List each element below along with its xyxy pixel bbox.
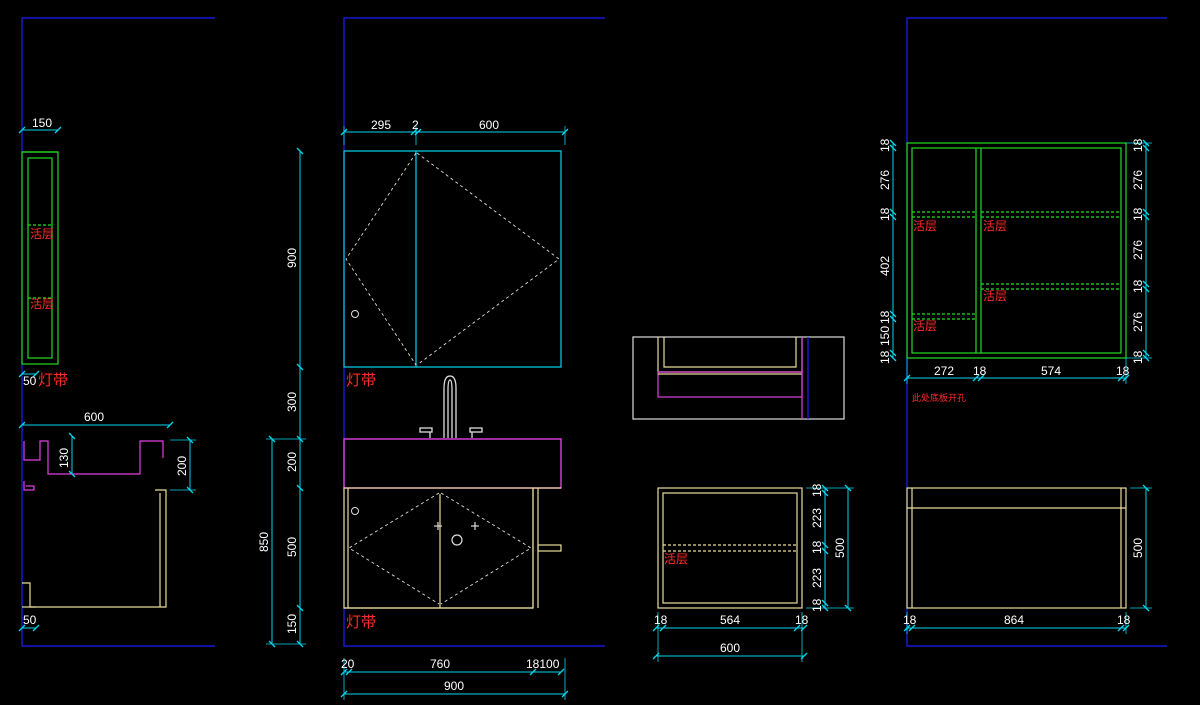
- dim-side-basin-depth: 130: [57, 448, 71, 468]
- dim-front-bottom-right: 18100: [526, 657, 560, 671]
- side-shelf-label-1: 活层: [30, 227, 54, 241]
- right-base-cabinet: [906, 487, 1127, 609]
- dim-side-basin-height: 200: [175, 456, 189, 476]
- dim-wall-right-7: 18: [1131, 350, 1145, 364]
- dim-plan-inner-width: 564: [720, 613, 740, 627]
- drain-marks: [434, 522, 479, 530]
- dim-wall-left-2: 276: [878, 170, 892, 190]
- plan-shelf-label: 活层: [664, 552, 688, 566]
- dim-plan-h-lower: 223: [810, 568, 824, 588]
- dim-right-cab-left: 18: [903, 613, 917, 627]
- wall-cabinet-interior: [906, 142, 1127, 359]
- dim-wall-left-5: 18: [878, 310, 892, 324]
- dim-plan-total-width: 600: [720, 641, 740, 655]
- dim-wall-right-3: 18: [1131, 207, 1145, 221]
- dim-front-total-height: 850: [257, 532, 271, 552]
- dim-front-bottom-left: 20: [341, 657, 355, 671]
- dim-plan-side-b: 18: [795, 613, 809, 627]
- dim-side-top-offset: 50: [23, 374, 37, 388]
- front-light-strip-label-top: 灯带: [346, 371, 376, 389]
- dim-right-cab-height: 500: [1131, 538, 1145, 558]
- dim-wall-right-4: 276: [1131, 240, 1145, 260]
- side-view-base-cabinet: [22, 440, 167, 608]
- hole-note: 此处底板开孔: [912, 392, 966, 404]
- plan-view-top: [632, 336, 845, 420]
- dim-wall-right-2: 276: [1131, 170, 1145, 190]
- dim-front-counter-height: 200: [285, 452, 299, 472]
- dim-wall-bottom-1: 272: [934, 364, 954, 378]
- dim-wall-right-1: 18: [1131, 138, 1145, 152]
- dim-right-cab-width: 864: [1004, 613, 1024, 627]
- dim-plan-h-total: 500: [833, 538, 847, 558]
- wall-shelf-label-2: 活层: [983, 219, 1007, 233]
- dim-plan-h-bottom: 18: [810, 598, 824, 612]
- dim-wall-left-7: 18: [878, 350, 892, 364]
- dim-right-cab-right: 18: [1117, 613, 1131, 627]
- dim-wall-bottom-3: 574: [1041, 364, 1061, 378]
- front-light-strip-label-bottom: 灯带: [346, 613, 376, 631]
- dim-wall-left-4: 402: [878, 256, 892, 276]
- dim-front-mirror-right: 600: [479, 118, 499, 132]
- dim-wall-right-6: 276: [1131, 312, 1145, 332]
- dim-front-mirror-height: 900: [285, 248, 299, 268]
- dim-plan-h-top: 18: [810, 483, 824, 497]
- dim-front-gap-height: 300: [285, 392, 299, 412]
- dim-front-cabinet-height: 500: [285, 537, 299, 557]
- dim-wall-right-5: 18: [1131, 279, 1145, 293]
- dim-plan-h-mid: 18: [810, 540, 824, 554]
- wall-shelf-label-3: 活层: [983, 289, 1007, 303]
- frame-lines: [21, 17, 1167, 647]
- dim-wall-bottom-4: 18: [1116, 364, 1130, 378]
- dim-wall-left-6: 150: [878, 326, 892, 346]
- dim-plan-side-a: 18: [654, 613, 668, 627]
- faucet-icon: [419, 375, 483, 438]
- side-shelf-label-2: 活层: [30, 297, 54, 311]
- side-view-upper-cabinet: [21, 151, 59, 365]
- dim-front-plinth-height: 150: [285, 614, 299, 634]
- dim-front-mirror-gap: 2: [412, 118, 419, 132]
- front-counter: [343, 438, 562, 489]
- wall-shelf-label-4: 活层: [913, 319, 937, 333]
- dim-side-base-width: 600: [84, 410, 104, 424]
- dim-wall-bottom-2: 18: [973, 364, 987, 378]
- plan-view-cabinet: [657, 487, 803, 609]
- front-mirror-cabinet: [343, 150, 562, 368]
- dim-side-top-width: 150: [32, 116, 52, 130]
- dim-front-bottom-mid: 760: [430, 657, 450, 671]
- dim-plan-h-upper: 223: [810, 508, 824, 528]
- dim-front-mirror-left: 295: [371, 118, 391, 132]
- dim-side-base-offset: 50: [23, 613, 37, 627]
- dim-wall-left-1: 18: [878, 138, 892, 152]
- dim-front-bottom-total: 900: [444, 679, 464, 693]
- side-light-strip-label: 灯带: [38, 371, 68, 389]
- dim-wall-left-3: 18: [878, 207, 892, 221]
- front-base-cabinet: [343, 487, 562, 609]
- wall-shelf-label-1: 活层: [913, 219, 937, 233]
